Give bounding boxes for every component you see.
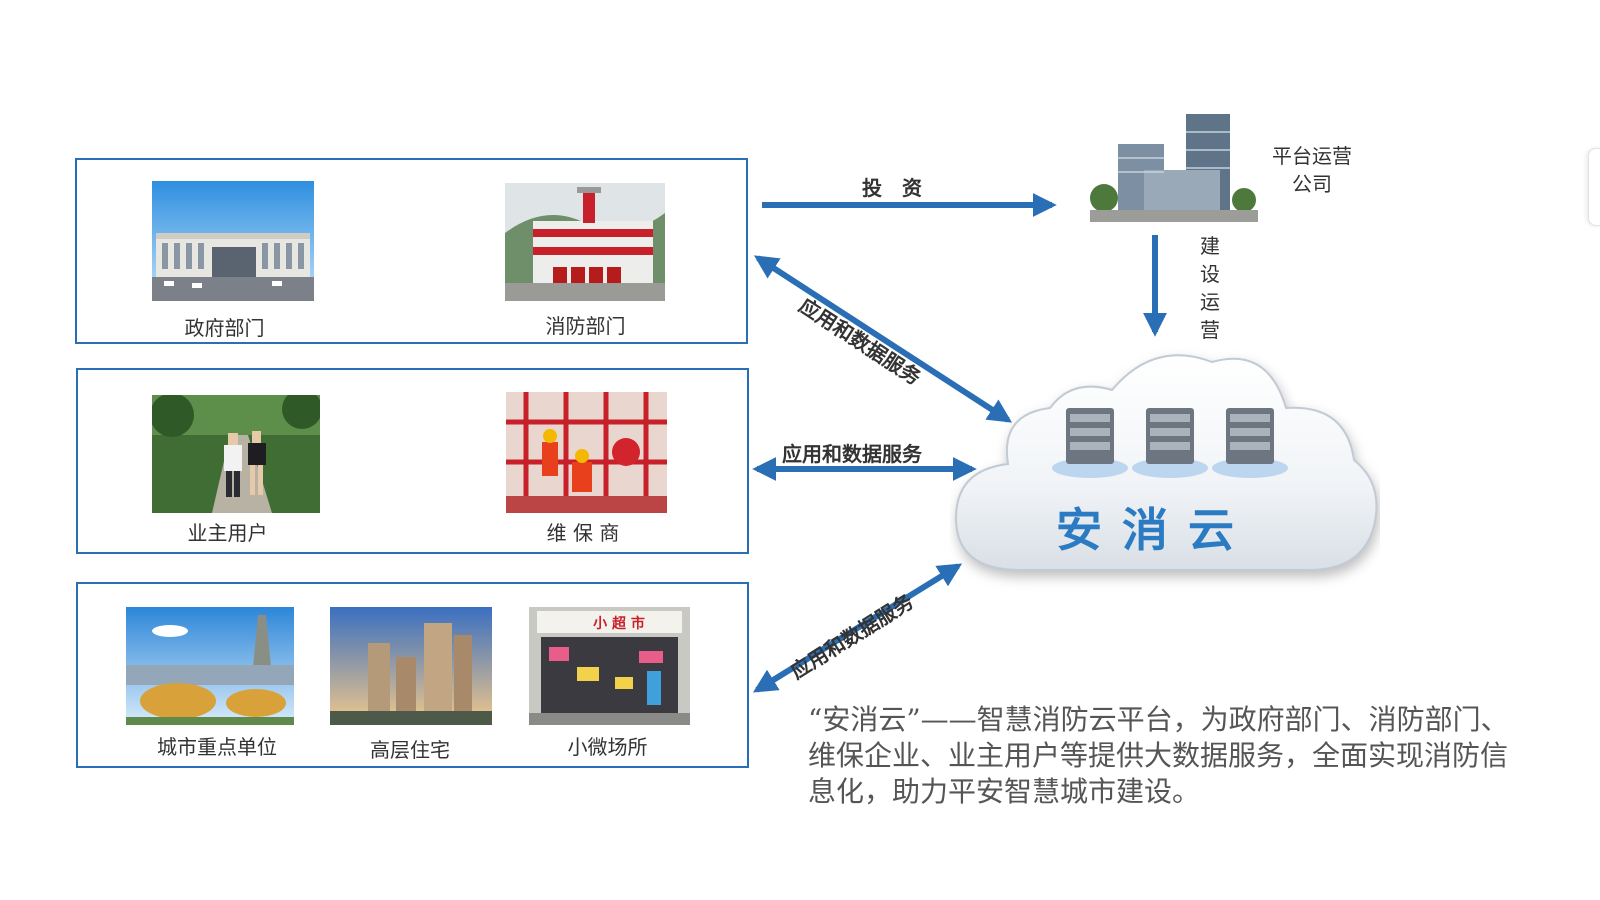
high-rise-photo xyxy=(330,607,492,725)
operating-company-photo xyxy=(1090,114,1258,222)
fire-department-caption: 消防部门 xyxy=(545,314,626,338)
server-rack-icon xyxy=(1132,408,1208,478)
service-arrow-top xyxy=(753,255,1013,423)
small-venue-caption: 小微场所 xyxy=(567,735,648,759)
server-rack-icon xyxy=(1052,408,1128,478)
owner-users-photo xyxy=(152,395,320,513)
owner-users-caption: 业主用户 xyxy=(187,521,268,545)
invest-label: 投 资 xyxy=(862,176,922,200)
platform-description: “安消云”——智慧消防云平台，为政府部门、消防部门、维保企业、业主用户等提供大数… xyxy=(808,703,1509,808)
city-key-unit-photo xyxy=(126,607,294,725)
server-rack-icon xyxy=(1212,408,1288,478)
service-label-mid: 应用和数据服务 xyxy=(782,442,922,466)
company-label-line1: 平台运营 xyxy=(1272,144,1352,168)
fire-station-photo xyxy=(505,183,665,301)
company-label-line2: 公司 xyxy=(1292,172,1332,196)
cloud-title: 安消云 xyxy=(1056,503,1254,557)
maintenance-workers-photo xyxy=(506,392,667,513)
high-rise-caption: 高层住宅 xyxy=(370,738,450,762)
small-venue-photo: 小 超 市 xyxy=(529,607,690,725)
government-caption: 政府部门 xyxy=(184,316,265,340)
company-label: 平台运营 公司 xyxy=(1262,142,1362,198)
build-operate-label: 建设运营 xyxy=(1200,234,1220,342)
shop-sign-text: 小 超 市 xyxy=(593,615,645,632)
side-panel-handle[interactable] xyxy=(1588,148,1600,226)
service-arrow-bottom xyxy=(752,563,963,693)
city-key-unit-caption: 城市重点单位 xyxy=(157,735,277,759)
maintenance-caption: 维 保 商 xyxy=(546,521,620,545)
cloud-platform xyxy=(954,354,1378,572)
government-building-photo xyxy=(152,181,314,301)
